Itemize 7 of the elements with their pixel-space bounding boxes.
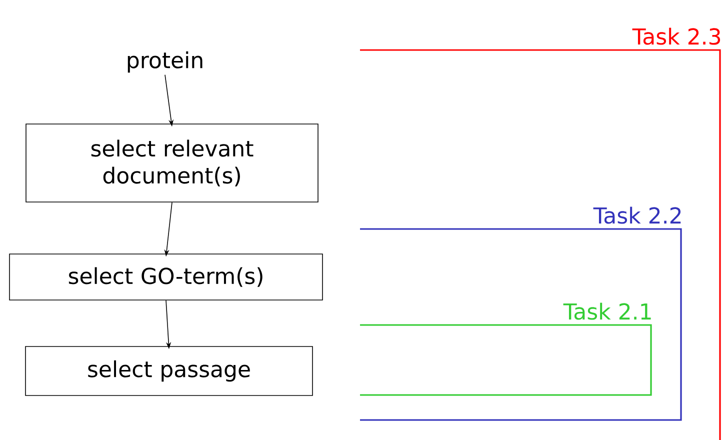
- task-label: Task 2.3: [632, 28, 720, 45]
- process-box: select passage: [25, 346, 313, 396]
- task-label: Task 2.2: [593, 206, 681, 224]
- process-box: select GO-term(s): [9, 254, 323, 300]
- task-label: Task 2.1: [563, 302, 651, 320]
- process-box: select relevant document(s): [26, 124, 318, 202]
- text-label: protein: [128, 51, 202, 73]
